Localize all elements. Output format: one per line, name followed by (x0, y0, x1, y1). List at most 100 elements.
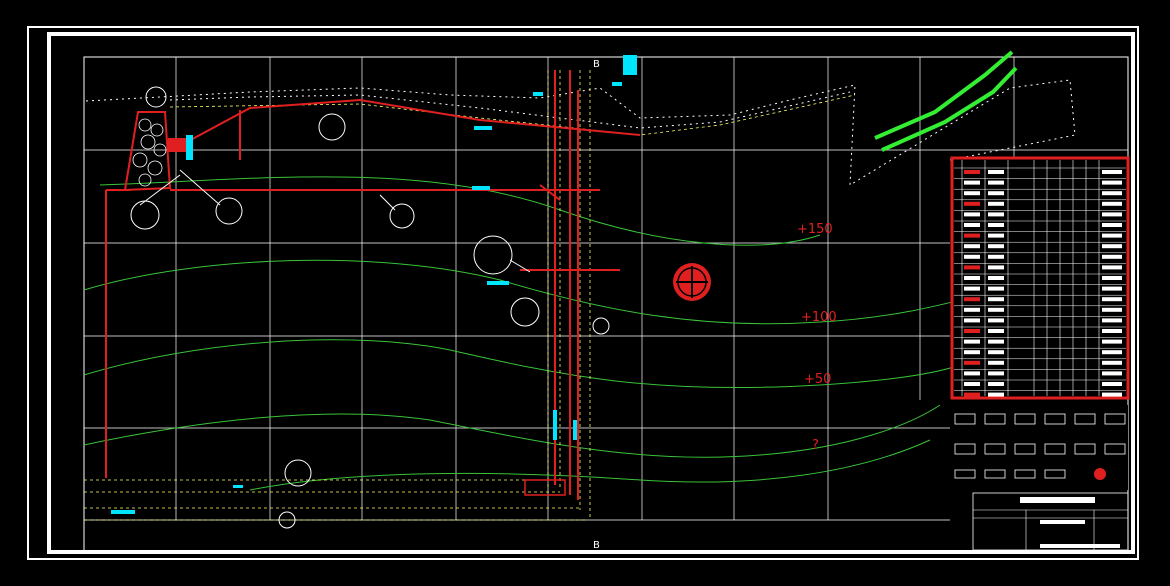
table-cell (964, 297, 980, 302)
table-cell (1102, 180, 1122, 185)
title-block (972, 492, 1129, 551)
legend-symbol (1014, 413, 1036, 425)
legend-symbol (954, 443, 976, 455)
table-cell (1102, 233, 1122, 238)
contour-label-100: +100 (801, 310, 837, 325)
tunnel-boundary (84, 70, 856, 521)
table-cell (988, 212, 1004, 217)
table-cell (1102, 254, 1122, 259)
legend-symbol (954, 469, 976, 479)
legend-symbol (984, 443, 1006, 455)
legend-symbol (1104, 413, 1126, 425)
table-cell (1102, 265, 1122, 270)
table-cell (1102, 392, 1122, 397)
table-cell (1102, 360, 1122, 365)
table-cell (988, 254, 1004, 259)
table-cell (964, 360, 980, 365)
table-cell (964, 371, 980, 376)
table-cell (988, 329, 1004, 333)
location-marker (673, 263, 711, 301)
table-cell (1102, 212, 1122, 217)
legend-symbol (984, 469, 1006, 479)
valve-icon (318, 113, 346, 141)
valve-icon (215, 197, 243, 225)
sheet-outer-frame (27, 26, 1139, 560)
section-marker-bottom: B (593, 540, 600, 551)
table-cell (964, 212, 980, 217)
table-cell (964, 392, 980, 397)
table-cell (988, 392, 1004, 397)
table-cell (1102, 223, 1122, 227)
terrain-contours (83, 176, 1001, 491)
detail-callouts (130, 86, 610, 529)
table-cell (964, 276, 980, 280)
table-cell (988, 318, 1004, 323)
valve-icon (278, 511, 296, 529)
valve-icon (284, 459, 312, 487)
table-cell (964, 318, 980, 323)
legend-symbol (1044, 469, 1066, 479)
valve-icon (130, 200, 160, 230)
table-cell (964, 170, 980, 174)
table-cell (1102, 329, 1122, 333)
equipment-schedule-table (950, 156, 1130, 400)
table-cell (988, 371, 1004, 376)
table-cell (964, 307, 980, 312)
equipment-tags (111, 55, 637, 514)
table-cell (964, 201, 980, 206)
pipe-junction (524, 479, 566, 496)
table-cell (988, 286, 1004, 291)
table-cell (964, 350, 980, 355)
table-cell (988, 201, 1004, 206)
table-cell (988, 180, 1004, 185)
table-cell (1102, 286, 1122, 291)
legend-symbol (1104, 443, 1126, 455)
table-cell (1102, 244, 1122, 249)
table-cell (988, 307, 1004, 312)
table-cell (1102, 297, 1122, 302)
table-cell (988, 170, 1004, 174)
contour-label-unknown: ? (812, 438, 819, 453)
table-cell (988, 350, 1004, 355)
table-cell (964, 382, 980, 386)
legend-symbol (1044, 443, 1066, 455)
table-cell (964, 329, 980, 333)
table-cell (964, 191, 980, 196)
fan-station-structure (123, 111, 186, 192)
legend-symbol (1074, 413, 1096, 425)
legend-symbol (1044, 413, 1066, 425)
table-cell (988, 265, 1004, 270)
legend-symbol (984, 413, 1006, 425)
table-cell (1102, 371, 1122, 376)
table-cell (1102, 170, 1122, 174)
surface-boundary (85, 79, 1076, 186)
table-cell (988, 244, 1004, 249)
contour-label-150: +150 (797, 222, 833, 237)
table-cell (964, 244, 980, 249)
table-cell (1102, 276, 1122, 280)
highlighted-roadway (874, 50, 1018, 152)
table-cell (964, 265, 980, 270)
table-cell (988, 233, 1004, 238)
legend-symbol (954, 413, 976, 425)
table-cell (988, 360, 1004, 365)
valve-icon (592, 317, 610, 335)
legend-symbol (1014, 469, 1036, 479)
table-cell (988, 339, 1004, 344)
table-cell (988, 382, 1004, 386)
table-cell (964, 223, 980, 227)
table-cell (964, 180, 980, 185)
table-cell (1102, 339, 1122, 344)
table-cell (964, 286, 980, 291)
legend (952, 405, 1128, 490)
table-cell (964, 339, 980, 344)
contour-label-50: +50 (804, 372, 831, 387)
pipe-network (105, 70, 641, 500)
table-cell (988, 297, 1004, 302)
table-cell (988, 276, 1004, 280)
table-cell (1102, 382, 1122, 386)
fan-station-icon (145, 86, 167, 108)
table-cell (1102, 191, 1122, 196)
